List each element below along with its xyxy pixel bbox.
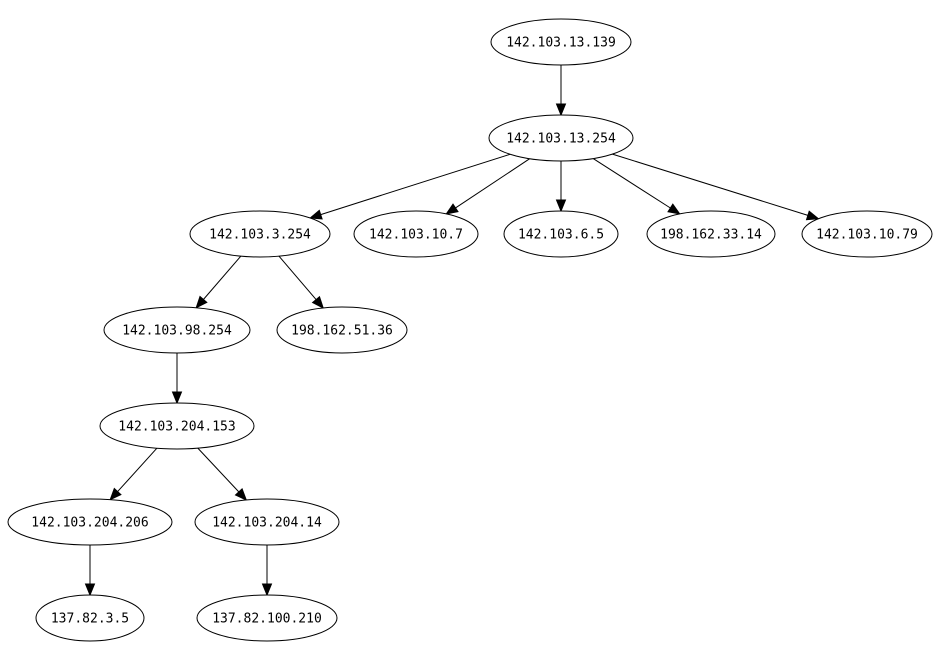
- node-ellipse: [194, 498, 340, 546]
- node-label: 142.103.13.139: [506, 36, 616, 51]
- edge-142-103-204-153-to-142-103-204-206: [109, 447, 158, 501]
- node-142-103-3-254[interactable]: 142.103.3.254: [189, 210, 331, 258]
- node-label: 137.82.100.210: [212, 612, 322, 627]
- arrowhead-icon: [84, 583, 96, 597]
- node-ellipse: [196, 594, 338, 642]
- node-142-103-204-14[interactable]: 142.103.204.14: [194, 498, 340, 546]
- node-142-103-13-254[interactable]: 142.103.13.254: [488, 114, 634, 162]
- node-ellipse: [103, 306, 251, 354]
- node-label: 142.103.204.153: [118, 420, 235, 435]
- arrowhead-icon: [445, 203, 459, 215]
- arrowhead-icon: [234, 488, 248, 501]
- edge-142-103-13-254-to-142-103-6-5: [555, 161, 567, 213]
- node-ellipse: [503, 210, 619, 258]
- edge-line: [320, 153, 511, 216]
- node-label: 142.103.204.206: [31, 516, 148, 531]
- node-label: 142.103.13.254: [506, 132, 616, 147]
- edge-line: [612, 153, 809, 216]
- node-ellipse: [646, 210, 776, 258]
- edge-142-103-3-254-to-142-103-98-254: [195, 255, 242, 309]
- edge-142-103-13-254-to-142-103-3-254: [308, 153, 511, 220]
- node-ellipse: [488, 114, 634, 162]
- edge-line: [117, 447, 158, 492]
- arrowhead-icon: [171, 391, 183, 405]
- node-label: 142.103.204.14: [212, 516, 322, 531]
- node-142-103-204-153[interactable]: 142.103.204.153: [99, 402, 255, 450]
- edge-line: [197, 447, 240, 493]
- node-label: 137.82.3.5: [51, 612, 129, 627]
- arrowhead-icon: [261, 583, 273, 597]
- node-ellipse: [189, 210, 331, 258]
- arrowhead-icon: [805, 210, 820, 221]
- node-137-82-3-5[interactable]: 137.82.3.5: [35, 594, 145, 642]
- arrowhead-icon: [555, 199, 567, 213]
- node-ellipse: [801, 210, 933, 258]
- arrowhead-icon: [311, 295, 325, 310]
- node-137-82-100-210[interactable]: 137.82.100.210: [196, 594, 338, 642]
- edges-layer: [84, 65, 820, 597]
- node-ellipse: [490, 18, 632, 66]
- arrowhead-icon: [109, 487, 122, 501]
- node-142-103-13-139[interactable]: 142.103.13.139: [490, 18, 632, 66]
- node-ellipse: [353, 210, 479, 258]
- edge-142-103-13-139-to-142-103-13-254: [555, 65, 567, 117]
- node-ellipse: [99, 402, 255, 450]
- node-label: 142.103.98.254: [122, 324, 232, 339]
- edge-line: [203, 255, 242, 300]
- edge-142-103-204-14-to-137-82-100-210: [261, 545, 273, 597]
- node-198-162-51-36[interactable]: 198.162.51.36: [276, 306, 408, 354]
- arrowhead-icon: [308, 209, 323, 220]
- node-ellipse: [7, 498, 173, 546]
- node-label: 142.103.10.7: [369, 228, 463, 243]
- node-142-103-6-5[interactable]: 142.103.6.5: [503, 210, 619, 258]
- arrowhead-icon: [667, 203, 681, 215]
- node-142-103-10-79[interactable]: 142.103.10.79: [801, 210, 933, 258]
- edge-line: [592, 158, 671, 209]
- node-142-103-204-206[interactable]: 142.103.204.206: [7, 498, 173, 546]
- node-label: 142.103.10.79: [816, 228, 918, 243]
- edge-142-103-204-153-to-142-103-204-14: [197, 447, 248, 501]
- edge-142-103-13-254-to-142-103-10-79: [612, 153, 820, 221]
- arrowhead-icon: [195, 295, 208, 309]
- node-ellipse: [35, 594, 145, 642]
- node-198-162-33-14[interactable]: 198.162.33.14: [646, 210, 776, 258]
- node-label: 142.103.3.254: [209, 228, 311, 243]
- edge-142-103-3-254-to-198-162-51-36: [278, 255, 325, 310]
- edge-142-103-13-254-to-142-103-10-7: [445, 158, 530, 215]
- edge-line: [278, 255, 317, 300]
- edge-142-103-98-254-to-142-103-204-153: [171, 353, 183, 405]
- edge-142-103-204-206-to-137-82-3-5: [84, 545, 96, 597]
- node-142-103-98-254[interactable]: 142.103.98.254: [103, 306, 251, 354]
- node-142-103-10-7[interactable]: 142.103.10.7: [353, 210, 479, 258]
- node-ellipse: [276, 306, 408, 354]
- nodes-layer: 142.103.13.139 142.103.13.254 142.103.3.25…: [7, 18, 933, 642]
- node-label: 198.162.33.14: [660, 228, 762, 243]
- edge-line: [455, 158, 530, 209]
- arrowhead-icon: [555, 103, 567, 117]
- node-label: 198.162.51.36: [291, 324, 393, 339]
- edge-142-103-13-254-to-198-162-33-14: [592, 158, 681, 215]
- node-label: 142.103.6.5: [518, 228, 604, 243]
